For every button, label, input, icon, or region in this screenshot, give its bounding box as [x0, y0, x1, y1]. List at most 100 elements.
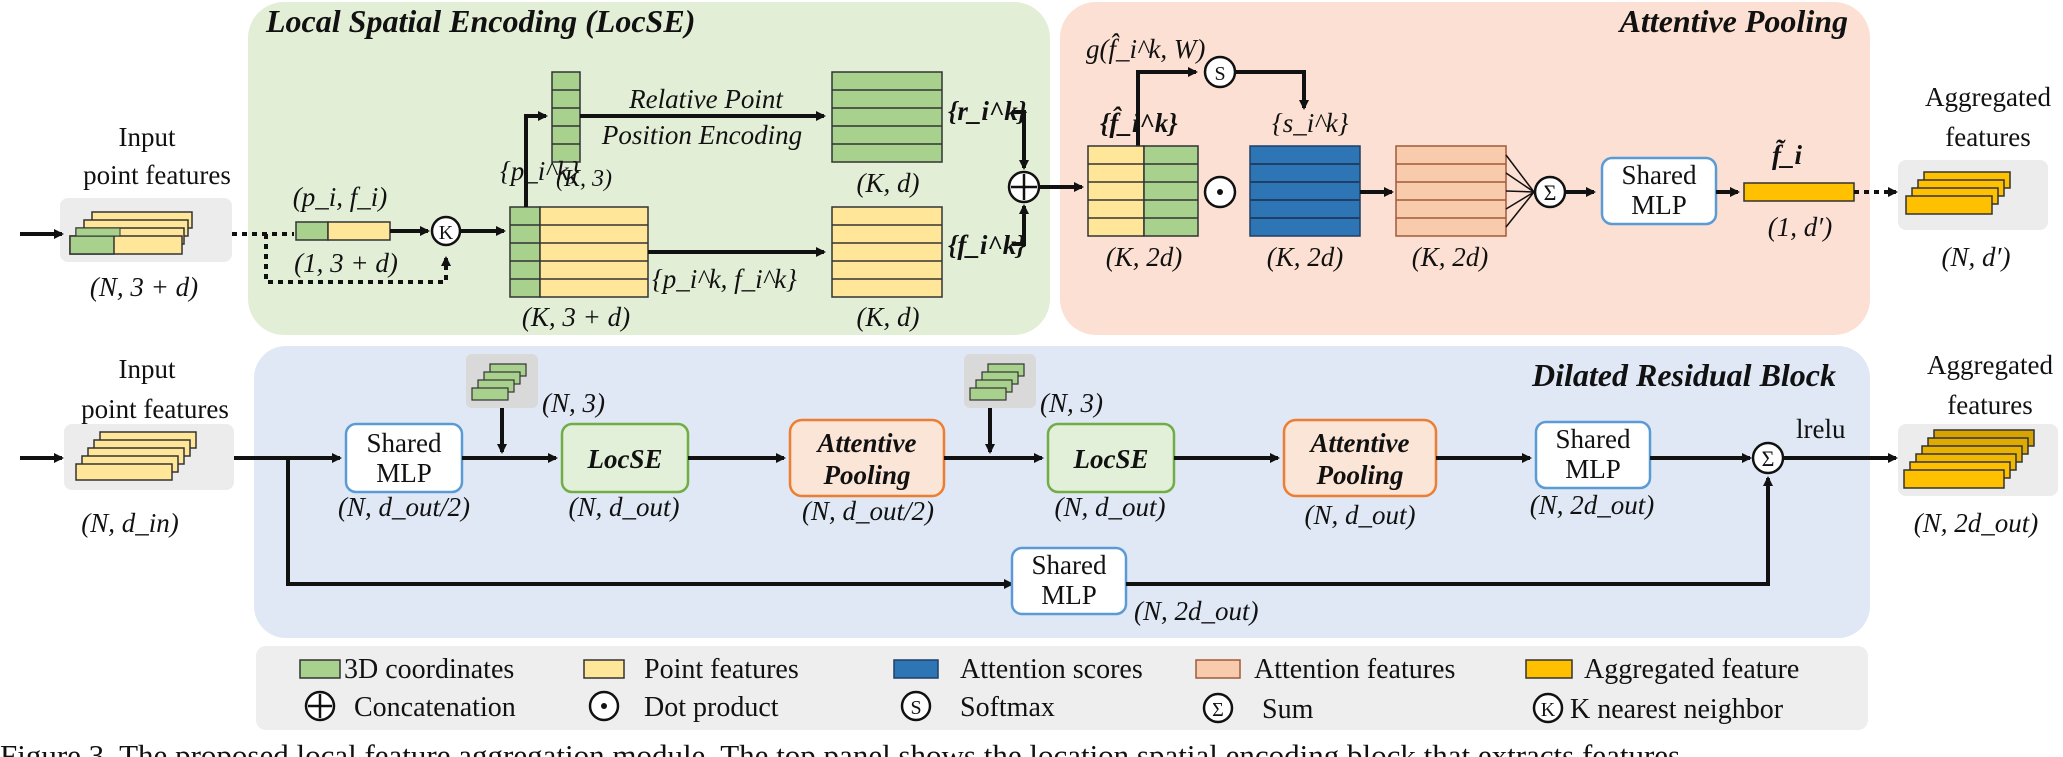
sum-symbol-top: Σ: [1544, 180, 1557, 205]
bottom-output-label-2: features: [1947, 390, 2032, 420]
fik-shape: (K, d): [857, 302, 920, 332]
legend-knn-symbol: K: [1541, 699, 1556, 721]
top-output-stack: [1905, 171, 2011, 215]
fhat-shape: (K, 2d): [1106, 242, 1183, 272]
locse1-shape: (N, d_out): [569, 492, 680, 522]
top-input-shape: (N, 3 + d): [90, 272, 198, 302]
g-function-label: g(f̂_i^k, W): [1086, 33, 1205, 64]
rik-block: [831, 71, 943, 163]
ftilde-shape: (1, d′): [1768, 212, 1832, 242]
legend-concat: Concatenation: [354, 692, 516, 723]
legend-knn-icon: [1532, 692, 1564, 724]
attpool2-label-2: Pooling: [1315, 460, 1403, 490]
legend-attention-features: Attention features: [1254, 654, 1455, 685]
drb-title: Dilated Residual Block: [1531, 357, 1836, 393]
top-mlp-label-1: Shared: [1622, 160, 1697, 190]
legend-knn: K nearest neighbor: [1570, 694, 1784, 725]
attention-feature-block: [1395, 145, 1507, 237]
coords1-shape: (N, 3): [542, 388, 605, 418]
top-input-stack: [69, 211, 193, 255]
bottom-input-shape: (N, d_in): [81, 508, 179, 538]
top-input-label-1: Input: [119, 122, 176, 152]
legend-coords: 3D coordinates: [344, 654, 514, 685]
ftilde-bar: [1743, 182, 1855, 202]
top-input-label-2: point features: [83, 160, 231, 190]
drb-mlp3-label-1: Shared: [1032, 550, 1107, 580]
bottom-output-shape: (N, 2d_out): [1914, 508, 2039, 538]
bottom-input-stack: [75, 431, 197, 481]
legend-panel: [256, 646, 1868, 730]
pi-shape: (1, 3 + d): [294, 248, 398, 278]
sum-symbol-bottom: Σ: [1762, 446, 1775, 471]
sik-block: [1249, 145, 1361, 237]
g-branch-arrow: [1136, 67, 1198, 146]
coords1-stack: [471, 363, 527, 401]
legend-sum: Sum: [1262, 694, 1314, 725]
neighbor-block-shape: (K, 3 + d): [522, 302, 630, 332]
pi-feat-cell: [327, 221, 391, 241]
top-output-shape: (N, d′): [1942, 242, 2011, 272]
ftilde-label: f̃_i: [1772, 139, 1802, 170]
pik-block: [551, 71, 581, 163]
rik-shape: (K, d): [857, 168, 920, 198]
neighbor-feature-block: [509, 206, 649, 298]
fhat-label: {f̂_i^k}: [1100, 106, 1178, 138]
legend-aggregated-feature: Aggregated feature: [1584, 654, 1799, 685]
knn-dotted-bypass: [264, 234, 451, 284]
drb-mlp2-label-2: MLP: [1565, 454, 1621, 484]
knn-symbol: K: [439, 222, 454, 244]
softmax-symbol: S: [1214, 63, 1225, 85]
bottom-input-label-2: point features: [81, 394, 229, 424]
attpool1-shape: (N, d_out/2): [802, 496, 934, 526]
bottom-output-label-1: Aggregated: [1927, 350, 2053, 380]
sik-shape: (K, 2d): [1267, 242, 1344, 272]
top-output-label-2: features: [1945, 122, 2030, 152]
locse-title: Local Spatial Encoding (LocSE): [265, 3, 695, 39]
attfeat-shape: (K, 2d): [1412, 242, 1489, 272]
drb-mlp1-label-1: Shared: [367, 428, 442, 458]
coords2-shape: (N, 3): [1040, 388, 1103, 418]
attpool1-label-1: Attentive: [816, 428, 917, 458]
sik-label: {s_i^k}: [1272, 108, 1349, 138]
fik-to-concat: [1012, 204, 1029, 246]
fik-block: [831, 206, 943, 298]
locse1-label: LocSE: [586, 444, 662, 474]
drb-mlp3-label-2: MLP: [1041, 580, 1097, 610]
legend-softmax-symbol: S: [910, 697, 921, 719]
legend-dot: Dot product: [644, 692, 779, 723]
pi-fi-label: (p_i, f_i): [293, 182, 388, 212]
pi-coord-cell: [295, 221, 329, 241]
legend-swatch-point: [583, 659, 625, 679]
drb-shared-mlp-3: [1010, 546, 1128, 616]
skip-to-sum: [1126, 476, 1773, 586]
drb-mlp2-label-1: Shared: [1556, 424, 1631, 454]
legend-swatch-attfeat: [1195, 659, 1241, 679]
drb-shared-mlp-2: [1534, 420, 1652, 490]
drb-mlp1-label-2: MLP: [376, 458, 432, 488]
locse2-label: LocSE: [1072, 444, 1148, 474]
top-mlp-label-2: MLP: [1631, 190, 1687, 220]
bottom-input-label-1: Input: [119, 354, 176, 384]
figure-caption: Figure 3. The proposed local feature agg…: [0, 738, 1680, 757]
rik-to-concat: [1012, 110, 1029, 170]
legend-softmax-icon: [900, 690, 932, 722]
drb-mlp1-shape: (N, d_out/2): [338, 492, 470, 522]
bottom-output-stack: [1903, 429, 2035, 489]
lrelu-label: lrelu: [1796, 414, 1846, 444]
legend-attention-scores: Attention scores: [960, 654, 1143, 685]
skip-connection: [286, 458, 1014, 589]
drb-mlp3-shape: (N, 2d_out): [1134, 596, 1259, 626]
locse2-shape: (N, d_out): [1055, 492, 1166, 522]
sum-fan-lines: [1505, 154, 1535, 228]
softmax-to-sik: [1235, 70, 1309, 110]
pik-fik-label: {p_i^k, f_i^k}: [652, 264, 797, 294]
rel-enc-label-2: Position Encoding: [601, 120, 802, 150]
branch-to-pik: [524, 111, 548, 207]
top-output-label-1: Aggregated: [1925, 82, 2051, 112]
attpool1-label-2: Pooling: [822, 460, 910, 490]
legend-swatch-aggregated: [1525, 659, 1573, 679]
pik-shape: (K, 3): [556, 166, 612, 192]
pik-label: {p_i^k}: [500, 156, 580, 186]
coords2-stack: [969, 363, 1025, 401]
legend-swatch-coords: [299, 659, 341, 679]
